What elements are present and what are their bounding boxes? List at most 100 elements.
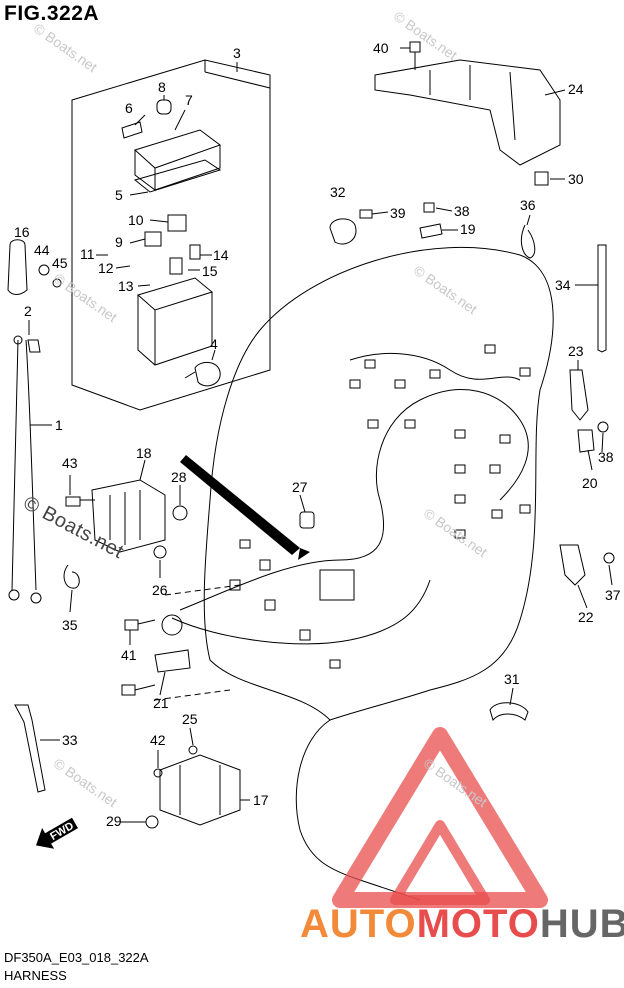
callout-8: 8 [158,79,166,95]
fuse-box-lid [134,129,222,191]
clip-19 [419,223,443,239]
clip-31 [489,702,529,722]
callouts: 3 8 7 6 5 10 9 11 14 12 15 13 4 16 44 45… [14,40,621,829]
callout-7: 7 [185,92,193,108]
nut-44 [38,264,50,276]
callout-24: 24 [568,81,584,97]
callout-11: 11 [80,246,95,262]
callout-33: 33 [62,732,78,748]
logo-part-moto: MOTO [416,902,540,946]
callout-35: 35 [62,617,78,633]
callout-34: 34 [555,277,571,293]
clamp-35 [63,564,80,589]
bracket-18 [91,479,166,553]
washer-25 [188,745,198,755]
figure-code: DF350A_E03_018_322A [4,950,149,965]
grommet-8 [156,99,172,115]
callout-18: 18 [136,445,152,461]
grommet-29 [145,815,159,829]
callout-3: 3 [233,45,241,61]
fwd-label: FWD [48,820,76,843]
figure-title: FIG.322A [4,2,100,25]
pointer-arrow [180,455,300,555]
bolt-43 [65,496,95,507]
bolt-40 [409,41,421,70]
callout-38b: 38 [598,449,614,465]
clip-36 [520,224,536,259]
bolt-41 [124,619,156,631]
callout-31: 31 [504,671,520,687]
grommet-28 [172,505,188,521]
bolt-21b [121,684,156,696]
nut-2 [27,339,41,353]
callout-28: 28 [171,469,187,485]
callout-26: 26 [152,582,168,598]
callout-4: 4 [210,336,218,352]
fuse-box-outline [71,59,271,411]
callout-22: 22 [578,609,594,625]
callout-12: 12 [98,260,114,276]
callout-21: 21 [153,695,169,711]
bracket-22 [559,544,586,586]
connectors [229,344,531,669]
relay-9 [144,231,162,247]
boot-16 [7,239,28,295]
bolt-42 [153,768,163,778]
leader-lines [28,47,613,823]
callout-40: 40 [373,40,389,56]
callout-17: 17 [253,792,269,808]
fuse-box-seal [133,159,222,193]
callout-20: 20 [582,475,598,491]
callout-1: 1 [55,417,63,433]
callout-30: 30 [568,171,584,187]
bracket-21 [154,649,191,673]
fuse-15 [169,257,183,275]
harness-main [179,389,529,611]
callout-27: 27 [292,479,308,495]
callout-42: 42 [150,732,166,748]
callout-14: 14 [213,247,229,263]
callout-39: 39 [390,205,406,221]
cap-30 [534,171,549,186]
callout-36: 36 [520,197,536,213]
logo-part-auto: AUTO [300,902,417,946]
callout-32: 32 [330,184,346,200]
callout-38: 38 [454,203,470,219]
fuse-box-body [136,277,214,366]
grommet-27 [299,511,315,529]
washer-45 [52,278,62,288]
callout-45: 45 [52,255,68,271]
bolt-38 [597,421,609,433]
clamp-32 [329,218,357,245]
bracket-24 [374,59,561,166]
callout-15: 15 [202,263,218,279]
automotohub-triangle-icon [332,727,548,908]
bracket-23 [569,369,589,421]
callout-16: 16 [14,224,30,240]
logo-part-hub: HUB [539,902,624,946]
callout-19: 19 [460,221,476,237]
clip-6 [121,121,143,139]
callout-23: 23 [568,343,584,359]
callout-2: 2 [24,303,32,319]
harness-end [161,614,183,636]
callout-25: 25 [182,711,198,727]
callout-37: 37 [605,587,621,603]
fwd-arrow-icon: FWD [36,817,78,849]
callout-5: 5 [115,187,123,203]
figure-name: HARNESS [4,968,67,983]
bolt-39 [359,209,373,219]
callout-9: 9 [115,234,123,250]
bracket-17 [159,754,241,826]
bolt-37 [603,552,615,564]
automotohub-logo: AUTOMOTOHUB [300,902,624,947]
tie-34 [597,244,607,353]
washer-26 [153,545,167,559]
callout-10: 10 [128,212,144,228]
callout-43: 43 [62,455,78,471]
fuse-14 [189,244,201,260]
callout-6: 6 [125,100,133,116]
engine-cover-outline [259,246,554,901]
bracket-20 [577,429,595,453]
